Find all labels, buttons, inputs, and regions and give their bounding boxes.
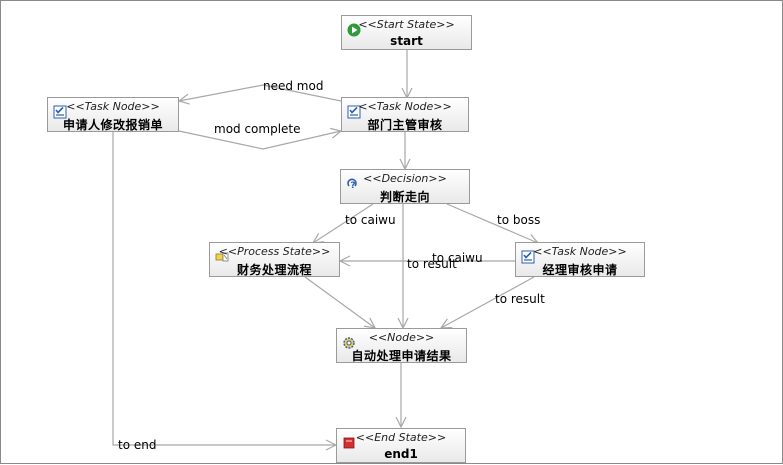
stop-icon: [343, 437, 355, 449]
node-stereotype: <<Task Node>>: [358, 100, 452, 113]
edge-label-mod-complete: mod complete: [214, 122, 301, 136]
node-stereotype: <<Node>>: [368, 331, 435, 344]
node-title: 部门主管审核: [367, 118, 443, 132]
node-stereotype: <<Task Node>>: [533, 245, 627, 258]
node-title: 自动处理申请结果: [351, 349, 452, 363]
edge-finance-to-auto: [304, 276, 375, 328]
edge-to-end: [112, 132, 336, 445]
node-title: end1: [384, 447, 418, 461]
node-stereotype: <<Process State>>: [218, 245, 331, 258]
edge-label-to-caiwu-1: to caiwu: [345, 213, 396, 227]
edge-label-to-boss: to boss: [497, 213, 541, 227]
process-icon: [215, 252, 229, 262]
gear-icon: [343, 337, 355, 349]
node-title: 经理审核申请: [542, 263, 618, 277]
node-title: 财务处理流程: [236, 263, 312, 277]
node-decision[interactable]: ? <<Decision>> 判断走向: [340, 169, 470, 204]
node-stereotype: <<Decision>>: [363, 172, 447, 185]
node-title: 申请人修改报销单: [62, 118, 163, 132]
edge-label-to-result-1: to result: [407, 257, 457, 271]
node-dept-review[interactable]: <<Task Node>> 部门主管审核: [341, 97, 469, 132]
node-title: start: [390, 34, 423, 48]
node-finance-process[interactable]: <<Process State>> 财务处理流程: [209, 242, 340, 277]
decision-icon: ?: [347, 178, 357, 191]
node-title: 判断走向: [379, 190, 430, 204]
edge-label-to-end: to end: [118, 438, 157, 452]
node-stereotype: <<Task Node>>: [66, 100, 160, 113]
task-icon: [347, 105, 361, 119]
edge-to-caiwu-1: [313, 203, 374, 243]
edge-to-boss: [446, 203, 538, 243]
edge-to-result-2: [441, 276, 535, 328]
node-stereotype: <<Start State>>: [358, 18, 455, 31]
node-manager-review[interactable]: <<Task Node>> 经理审核申请: [515, 242, 645, 277]
edge-label-need-mod: need mod: [263, 79, 324, 93]
svg-text:?: ?: [350, 181, 355, 191]
task-icon: [521, 250, 535, 264]
node-end[interactable]: <<End State>> end1: [336, 428, 466, 463]
task-icon: [53, 105, 67, 119]
edge-mod-complete: [178, 131, 341, 150]
edge-label-to-result-2: to result: [495, 292, 545, 306]
node-start[interactable]: <<Start State>> start: [341, 15, 472, 50]
edge-need-mod: [179, 84, 342, 101]
edge-label-to-caiwu-2: to caiwu: [432, 251, 483, 265]
node-modify-expense[interactable]: <<Task Node>> 申请人修改报销单: [47, 97, 179, 132]
node-stereotype: <<End State>>: [355, 431, 447, 444]
play-icon: [347, 23, 361, 37]
node-auto-process[interactable]: <<Node>> 自动处理申请结果: [336, 328, 467, 363]
